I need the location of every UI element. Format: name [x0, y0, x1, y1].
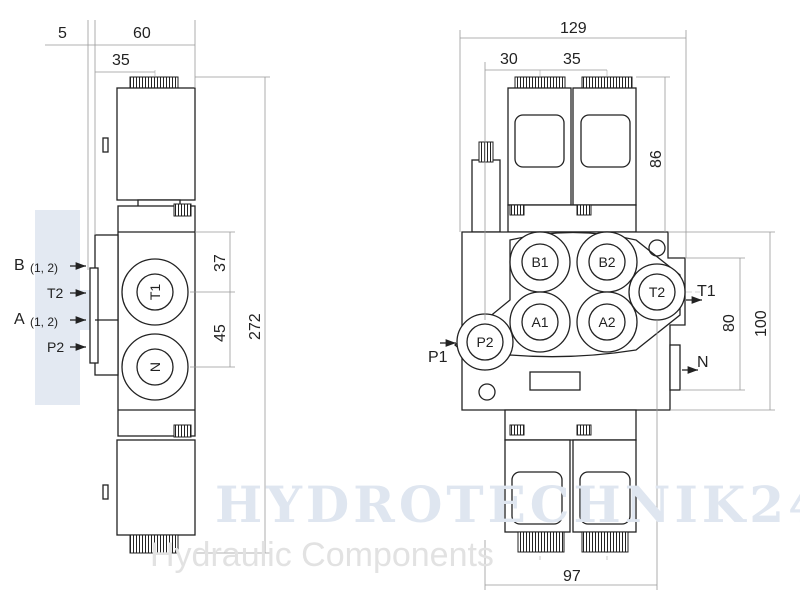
- dim-30: 30: [500, 51, 518, 68]
- port-a1: A1: [531, 314, 548, 330]
- side-view: T1 N B (1, 2) T2 A (1, 2) P2 5 60 35 37 …: [14, 20, 270, 560]
- front-view: B1 B2 A1 A2 T2 P2 P1 T1 N 129 30 35 86 8…: [428, 20, 775, 590]
- port-a2: A2: [598, 314, 615, 330]
- dim-45: 45: [212, 324, 229, 342]
- label-n: N: [697, 354, 709, 371]
- coil-1-top: [507, 87, 572, 206]
- top-knurl-cap: [129, 76, 179, 90]
- port-t2: T2: [649, 284, 666, 300]
- dim-coil-center: 35: [112, 52, 130, 69]
- dim-86: 86: [648, 150, 665, 168]
- top-coil: [116, 87, 196, 201]
- dim-100: 100: [753, 310, 770, 337]
- dim-35: 35: [563, 51, 581, 68]
- coil-2-top: [572, 87, 637, 206]
- coil-1-bottom: [504, 439, 571, 533]
- label-t1: T1: [697, 283, 716, 300]
- dim-97: 97: [563, 568, 581, 585]
- dim-80: 80: [721, 314, 738, 332]
- watermark-title: HYDROTECHNIK24: [215, 475, 800, 534]
- label-b: B: [14, 257, 25, 274]
- dim-129: 129: [560, 20, 587, 37]
- dim-width: 60: [133, 25, 151, 42]
- watermark-subtitle: Hydraulic Components: [150, 536, 494, 574]
- dim-37: 37: [212, 254, 229, 272]
- label-p2: P2: [47, 339, 64, 355]
- port-b1: B1: [531, 254, 548, 270]
- label-b-sub: (1, 2): [30, 261, 58, 275]
- bottom-coil: [116, 439, 196, 536]
- port-n: N: [147, 362, 163, 372]
- label-a-sub: (1, 2): [30, 315, 58, 329]
- port-p2: P2: [476, 334, 493, 350]
- port-b2: B2: [598, 254, 615, 270]
- dim-272: 272: [247, 313, 264, 340]
- ports: [456, 231, 686, 371]
- port-t1: T1: [147, 284, 163, 301]
- label-p1: P1: [428, 349, 448, 366]
- label-a: A: [14, 311, 25, 328]
- coil-2-bottom: [572, 439, 637, 533]
- watermark: HYDROTECHNIK24 Hydraulic Components: [150, 475, 800, 574]
- label-t2: T2: [47, 285, 64, 301]
- dim-offset: 5: [58, 25, 67, 42]
